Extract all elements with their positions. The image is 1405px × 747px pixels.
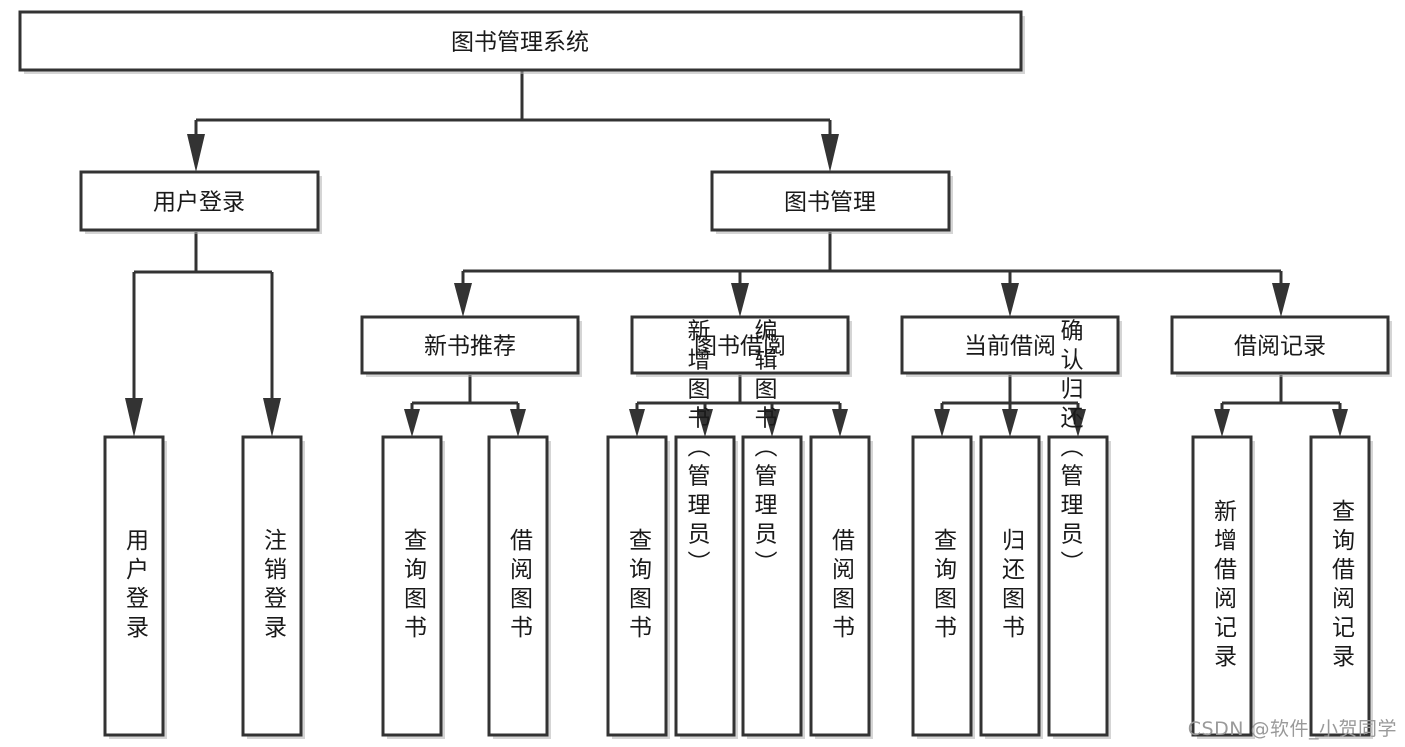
current-borrow-label: 当前借阅 [964,334,1056,360]
arrow-to-borrow-record [1272,283,1290,317]
user-login-box [79,170,320,232]
leaf-current-borrow-query[interactable]: 查询图书 [911,435,975,739]
root-box [18,10,1023,72]
user-login-label: 用户登录 [153,190,245,216]
book-management-label: 图书管理 [784,190,876,216]
leaf-borrow-record-add[interactable]: 新增借阅记录 [1191,435,1255,739]
node-user-login[interactable]: 用户登录 [79,170,322,234]
leaf-box [606,435,668,737]
connectors [125,71,1348,437]
arrow-currentborrow-leaf-3 [1070,409,1086,437]
leaf-box [979,435,1041,737]
leaf-label: 确认归还（管理员） [1056,319,1084,580]
leaf-box [911,435,973,737]
leaf-box [381,435,443,737]
arrow-newbook-leaf-2 [510,409,526,437]
arrow-to-user-login [187,134,205,172]
root-label: 图书管理系统 [451,30,589,56]
leaf-label: 编辑图书（管理员） [750,319,778,580]
leaf-new-book-borrow[interactable]: 借阅图书 [487,435,551,739]
leaf-box [1309,435,1371,737]
leaf-label: 注销登录 [260,528,288,644]
arrow-to-book-borrow [731,283,749,317]
leaf-label: 归还图书 [998,528,1026,644]
leaf-label: 查询图书 [400,528,428,644]
borrow-record-box [1170,315,1390,375]
leaf-new-book-query[interactable]: 查询图书 [381,435,445,739]
arrow-bookborrow-leaf-4 [832,409,848,437]
arrow-bookborrow-leaf-2 [697,409,713,437]
leaf-user-login-logout[interactable]: 注销登录 [241,435,305,739]
arrow-user-leaf-1 [125,398,143,437]
arrow-user-leaf-2 [263,398,281,437]
book-borrow-label: 图书借阅 [694,334,786,360]
leaf-borrow-record-query[interactable]: 查询借阅记录 [1309,435,1373,739]
leaf-label: 新增借阅记录 [1210,499,1238,673]
leaf-book-borrow-query[interactable]: 查询图书 [606,435,670,739]
current-borrow-box [900,315,1120,375]
arrow-borrowrecord-leaf-2 [1332,409,1348,437]
book-borrow-box [630,315,850,375]
arrow-borrowrecord-leaf-1 [1214,409,1230,437]
leaf-current-borrow-confirm[interactable]: 确认归还（管理员） [1047,319,1111,740]
leaf-current-borrow-return[interactable]: 归还图书 [979,435,1043,739]
arrow-to-current-borrow [1001,283,1019,317]
leaf-book-borrow-borrow[interactable]: 借阅图书 [809,435,873,739]
arrow-to-new-book [454,283,472,317]
book-management-box [710,170,951,232]
node-current-borrow[interactable]: 当前借阅 [900,315,1122,377]
leaf-box [103,435,165,737]
node-book-management[interactable]: 图书管理 [710,170,953,234]
arrow-bookborrow-leaf-3 [764,409,780,437]
leaf-label: 借阅图书 [506,528,534,644]
node-borrow-record[interactable]: 借阅记录 [1170,315,1392,377]
leaf-box [1047,435,1109,737]
borrow-record-label: 借阅记录 [1234,334,1326,360]
leaf-label: 查询图书 [930,528,958,644]
leaf-box [241,435,303,737]
arrow-to-book-management [821,134,839,172]
arrow-currentborrow-leaf-1 [934,409,950,437]
leaf-label: 查询借阅记录 [1328,499,1356,673]
leaf-box [809,435,871,737]
arrow-bookborrow-leaf-1 [629,409,645,437]
leaf-label: 查询图书 [625,528,653,644]
arrow-currentborrow-leaf-2 [1002,409,1018,437]
node-new-book-recommend[interactable]: 新书推荐 [360,315,582,377]
leaf-box [741,435,803,737]
leaf-box [487,435,549,737]
arrow-newbook-leaf-1 [404,409,420,437]
leaf-book-borrow-add[interactable]: 新增图书（管理员） [674,319,738,740]
leaf-box [674,435,736,737]
node-book-borrow[interactable]: 图书借阅 [630,315,852,377]
new-book-recommend-box [360,315,580,375]
leaf-box [1191,435,1253,737]
node-root-book-management-system[interactable]: 图书管理系统 [18,10,1025,74]
leaf-label: 新增图书（管理员） [683,319,711,580]
leaf-user-login-login[interactable]: 用户登录 [103,435,167,739]
leaf-label: 借阅图书 [828,528,856,644]
leaf-label: 用户登录 [122,528,150,644]
new-book-recommend-label: 新书推荐 [424,334,516,360]
leaf-book-borrow-edit[interactable]: 编辑图书（管理员） [741,319,805,740]
